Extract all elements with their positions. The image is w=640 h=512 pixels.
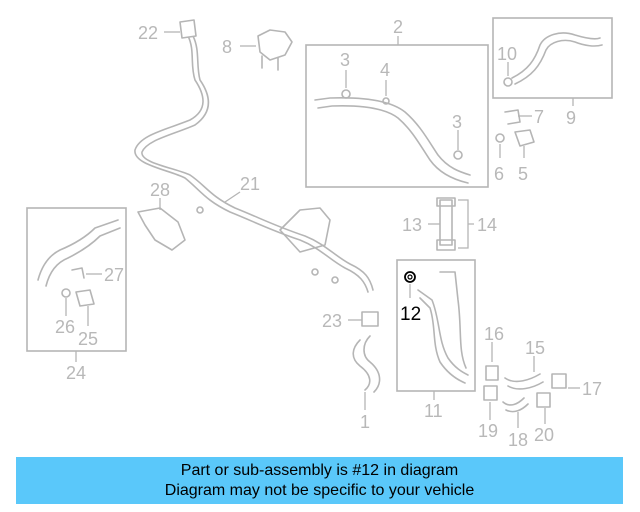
seal-12-inner <box>407 274 413 280</box>
callout-4: 4 <box>380 60 390 80</box>
hose-13 <box>439 199 453 246</box>
pipe-9-inner <box>514 39 603 85</box>
hose-18 <box>502 397 529 413</box>
callout-3b: 3 <box>452 112 462 132</box>
callout-15: 15 <box>525 338 545 358</box>
hose-1-inner <box>363 335 381 393</box>
callout-7: 7 <box>534 107 544 127</box>
fitting-23 <box>361 311 379 327</box>
clamp-17 <box>551 373 567 389</box>
clip-21a <box>311 268 319 276</box>
connector-22 <box>179 19 197 39</box>
callout-28: 28 <box>150 180 170 200</box>
clip-21b <box>331 276 339 284</box>
washer-26 <box>61 288 71 298</box>
callout-8: 8 <box>222 37 232 57</box>
pipe-11 <box>417 289 469 376</box>
callout-17: 17 <box>582 379 602 399</box>
hose-24 <box>37 219 119 281</box>
valve-8-port <box>261 55 279 71</box>
callout-24: 24 <box>66 363 86 383</box>
washer-4 <box>382 97 390 105</box>
callout-22: 22 <box>138 23 158 43</box>
washer-3a <box>341 89 351 99</box>
callout-1: 1 <box>360 412 370 432</box>
callout-3a: 3 <box>340 50 350 70</box>
heat-shield <box>279 207 331 253</box>
group-box-2 <box>305 44 489 188</box>
washer-3b <box>453 150 463 160</box>
info-banner: Part or sub-assembly is #12 in diagram D… <box>16 457 623 504</box>
callout-10: 10 <box>497 44 517 64</box>
callout-6: 6 <box>494 164 504 184</box>
callout-18: 18 <box>508 430 528 450</box>
callout-21: 21 <box>240 174 260 194</box>
clamp-16 <box>485 365 499 381</box>
callout-11: 11 <box>424 401 443 421</box>
hose-21-inner <box>141 35 374 291</box>
pipe-11-inner <box>419 297 466 384</box>
callout-13: 13 <box>402 215 422 235</box>
banner-line-1: Part or sub-assembly is #12 in diagram <box>180 461 459 479</box>
callout-9: 9 <box>566 108 576 128</box>
clip-27 <box>71 267 85 279</box>
callout-26: 26 <box>55 317 75 337</box>
pipe-9 <box>511 32 601 79</box>
clamp-20 <box>536 392 551 408</box>
pipe-2 <box>314 97 471 176</box>
callout-5: 5 <box>518 164 528 184</box>
clip-7 <box>504 109 521 125</box>
callout-23: 23 <box>322 311 342 331</box>
pipe-11-upper <box>439 271 467 369</box>
callout-2: 2 <box>393 17 403 37</box>
sensor-25 <box>75 289 95 307</box>
callout-20: 20 <box>534 425 554 445</box>
clamp-14b <box>436 239 456 251</box>
washer-6 <box>495 133 505 143</box>
bracket-14 <box>458 199 474 249</box>
part-28 <box>137 207 186 251</box>
group-box-11 <box>396 259 476 392</box>
callout-12: 12 <box>400 304 421 325</box>
callout-14: 14 <box>477 215 497 235</box>
callout-27: 27 <box>104 265 124 285</box>
clip-21c <box>196 206 204 214</box>
banner-line-2: Diagram may not be specific to your vehi… <box>164 481 475 499</box>
group-box-9 <box>492 17 613 99</box>
seal-12 <box>404 271 416 283</box>
callout-25: 25 <box>78 329 98 349</box>
leader-21 <box>224 191 241 203</box>
valve-8 <box>257 29 293 61</box>
hose-24-inner <box>45 227 121 287</box>
pipe-2-inner <box>317 105 469 184</box>
callout-19: 19 <box>478 421 498 441</box>
clamp-19 <box>483 385 498 401</box>
clamp-14a <box>436 197 456 207</box>
hose-15 <box>504 373 544 390</box>
parts-diagram: 22 8 2 3 4 3 10 9 7 6 5 13 14 12 21 28 2… <box>26 17 613 450</box>
washer-10 <box>503 77 513 87</box>
sensor-5 <box>514 129 535 147</box>
callout-16: 16 <box>484 324 504 344</box>
hose-21 <box>134 35 369 293</box>
hose-1 <box>352 339 371 391</box>
